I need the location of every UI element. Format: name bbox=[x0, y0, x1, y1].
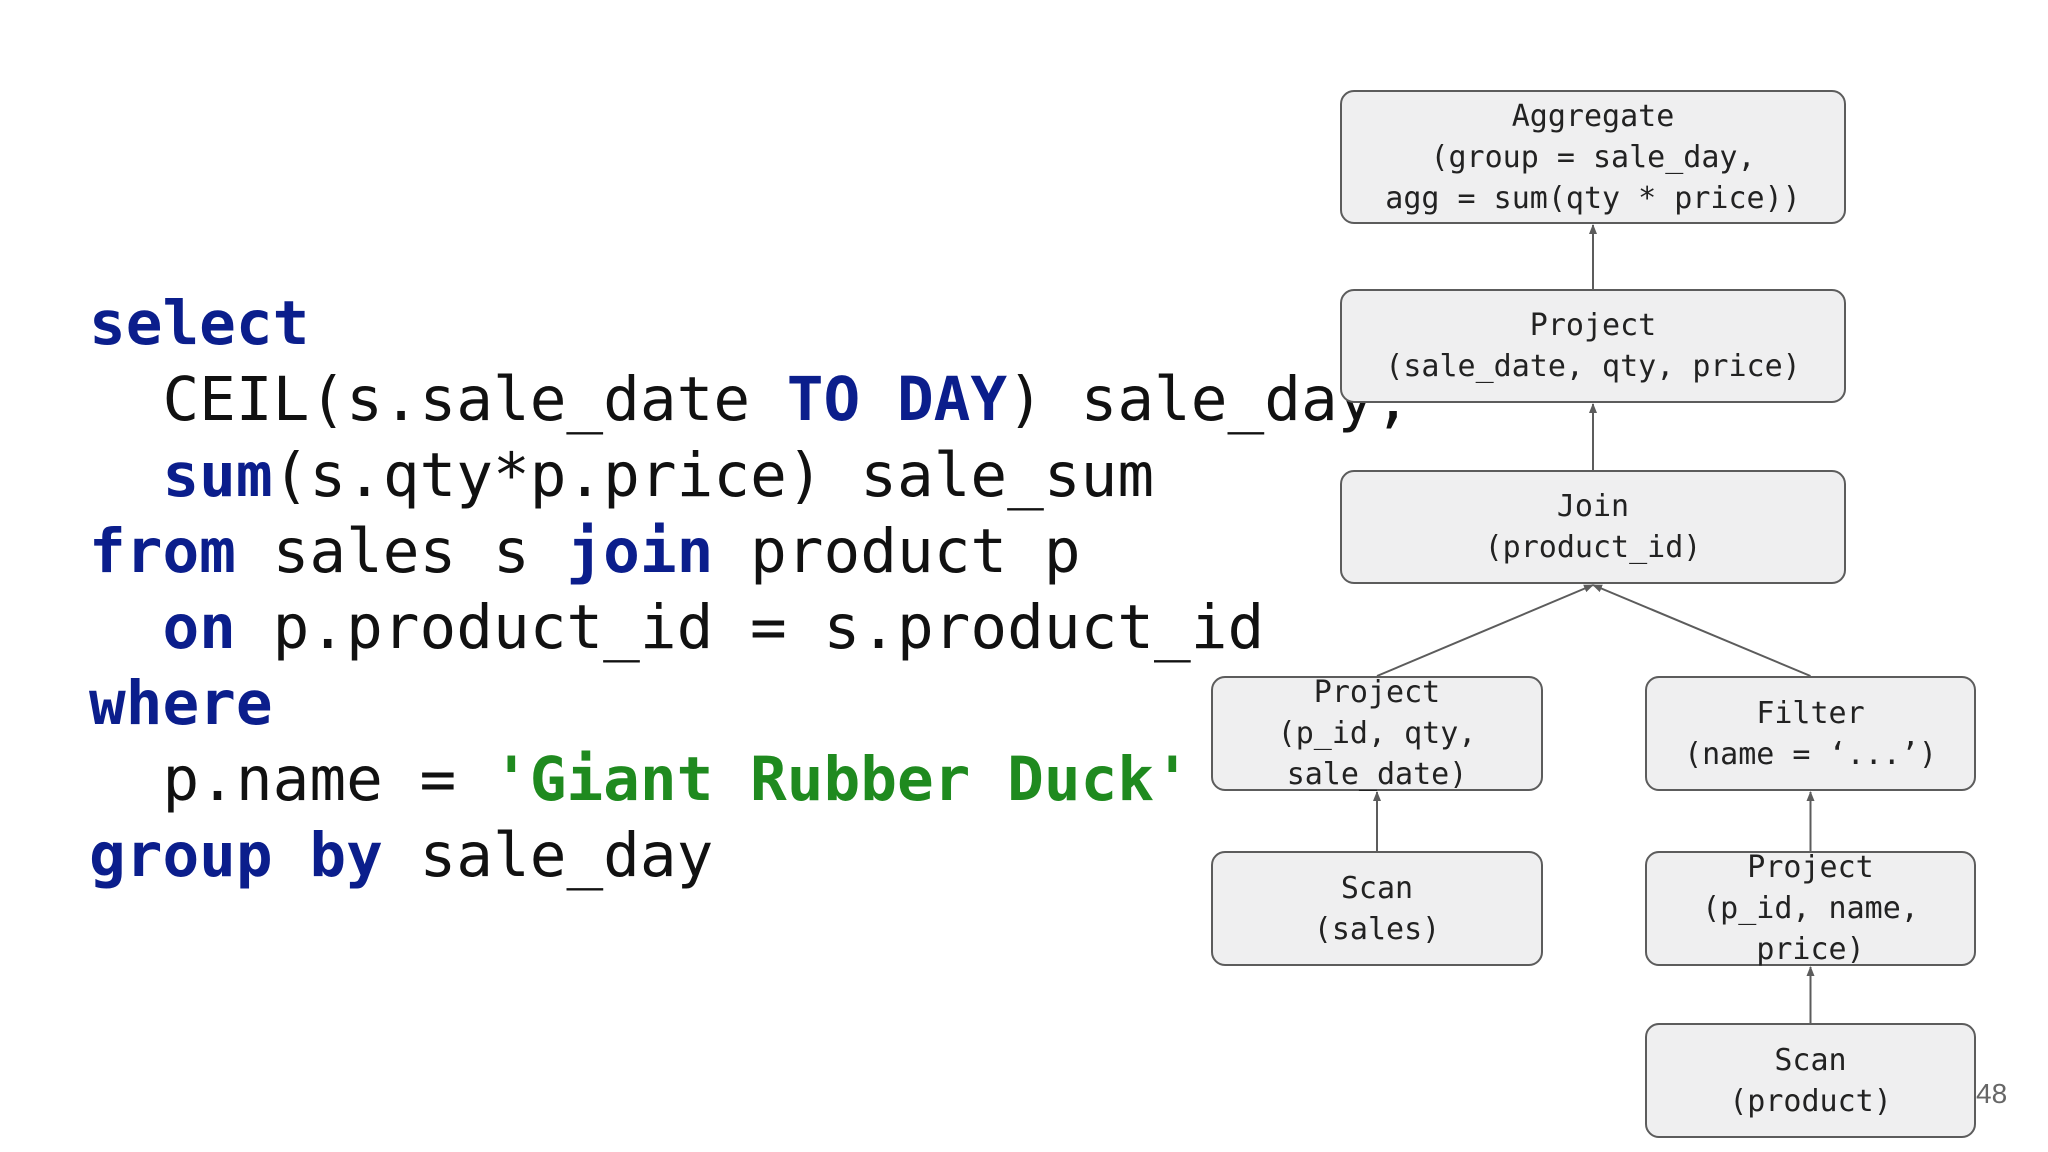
node-scan-sales: Scan (sales) bbox=[1211, 851, 1543, 966]
sql-keyword: TO DAY bbox=[786, 364, 1008, 435]
node-label-line: (p_id, qty, bbox=[1277, 716, 1477, 751]
node-label-line: (sales) bbox=[1313, 911, 1441, 947]
sql-text: sales s bbox=[235, 516, 567, 587]
sql-line: group by sale_day bbox=[89, 818, 1411, 894]
sql-keyword: on bbox=[162, 592, 236, 663]
sql-keyword: select bbox=[89, 288, 310, 359]
node-aggregate: Aggregate (group = sale_day,agg = sum(qty… bbox=[1340, 90, 1846, 224]
node-label-line: (product_id) bbox=[1484, 530, 1702, 565]
node-label-line: (group = sale_day, bbox=[1430, 139, 1756, 175]
node-project-product: Project (p_id, name, price) bbox=[1645, 850, 1976, 967]
node-join: Join (product_id) bbox=[1340, 470, 1846, 584]
sql-line: select bbox=[89, 286, 1411, 362]
node-label-line: Join bbox=[1556, 489, 1630, 524]
sql-text: p.product_id = s.product_id bbox=[235, 592, 1265, 663]
node-label-line: (p_id, name, bbox=[1702, 891, 1919, 926]
page-number: 48 bbox=[1976, 1078, 2008, 1109]
edge-project_sales-to-join bbox=[1376, 584, 1594, 677]
sql-text: p.name = bbox=[89, 744, 493, 815]
node-label-line: price) bbox=[1756, 932, 1865, 967]
edge-filter-to-join bbox=[1592, 584, 1811, 677]
sql-text: CEIL(s.sale_date bbox=[89, 364, 787, 435]
sql-keyword: group by bbox=[89, 820, 383, 891]
node-label-line: Scan bbox=[1774, 1042, 1847, 1078]
node-label-line: Project bbox=[1313, 675, 1441, 710]
node-label-line: (product) bbox=[1729, 1083, 1892, 1119]
sql-text: product p bbox=[713, 516, 1081, 587]
node-filter: Filter (name = ‘...’) bbox=[1645, 676, 1976, 791]
sql-line: where bbox=[89, 666, 1411, 742]
node-label-line: Scan bbox=[1340, 870, 1414, 906]
sql-line: p.name = 'Giant Rubber Duck' bbox=[89, 742, 1411, 818]
node-label-line: sale_date) bbox=[1286, 757, 1468, 792]
sql-keyword: from bbox=[89, 516, 236, 587]
node-project-top: Project (sale_date, qty, price) bbox=[1340, 289, 1846, 403]
node-label-line: (sale_date, qty, price) bbox=[1385, 349, 1801, 384]
sql-text: sale_day bbox=[382, 820, 714, 891]
node-label-line: (name = ‘...’) bbox=[1684, 736, 1937, 772]
node-project-sales: Project (p_id, qty, sale_date) bbox=[1211, 675, 1543, 792]
node-label-line: Project bbox=[1747, 850, 1874, 885]
node-label-line: agg = sum(qty * price)) bbox=[1385, 180, 1801, 216]
sql-keyword: sum bbox=[162, 440, 273, 511]
node-label-line: Aggregate bbox=[1511, 98, 1675, 134]
sql-line: on p.product_id = s.product_id bbox=[89, 590, 1411, 666]
sql-keyword: join bbox=[566, 516, 714, 587]
node-scan-product: Scan (product) bbox=[1645, 1023, 1976, 1138]
node-label-line: Filter bbox=[1756, 695, 1865, 731]
node-label-line: Project bbox=[1529, 308, 1657, 343]
sql-code-block: select CEIL(s.sale_date TO DAY) sale_day… bbox=[89, 286, 1411, 894]
sql-line: sum(s.qty*p.price) sale_sum bbox=[89, 438, 1411, 514]
sql-line: from sales s join product p bbox=[89, 514, 1411, 590]
sql-string: 'Giant Rubber Duck' bbox=[492, 744, 1191, 815]
sql-keyword: where bbox=[89, 668, 273, 739]
sql-text: (s.qty*p.price) sale_sum bbox=[272, 440, 1155, 511]
